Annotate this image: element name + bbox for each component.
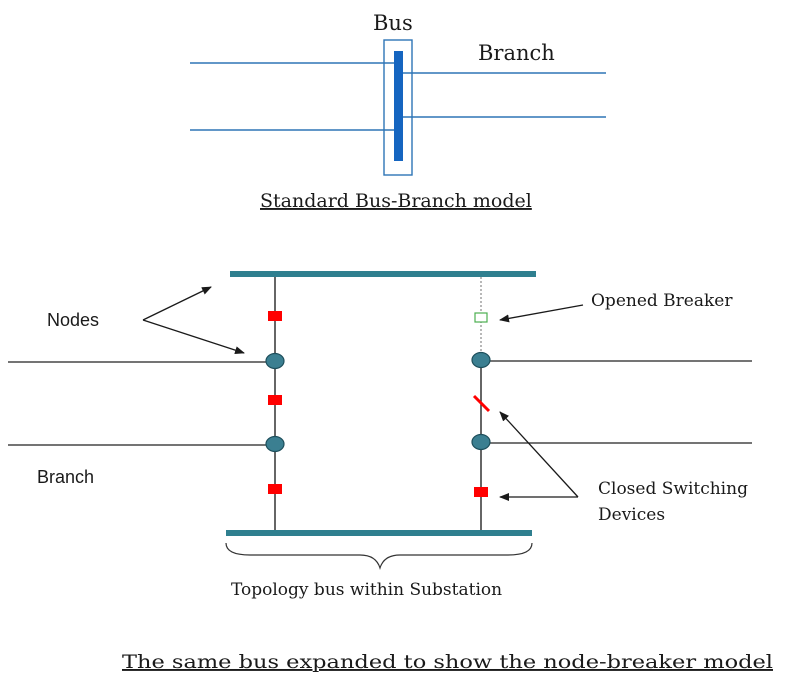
bus-branch-model: Bus Branch Standard Bus-Branch model: [190, 11, 606, 212]
closed-breaker-left-2: [268, 395, 282, 405]
substation-brace: [225, 542, 533, 571]
bus-outline-box: [383, 39, 413, 176]
top-branch-label: Branch: [478, 41, 555, 65]
node-breaker-caption: The same bus expanded to show the node-b…: [122, 651, 773, 673]
nodes-label: Nodes: [47, 310, 99, 330]
closed-switch-arrow-upper: [499, 411, 579, 498]
node-left-lower: [265, 435, 285, 453]
closed-breaker-right-bottom: [474, 487, 488, 497]
closed-switching-label-line2: Devices: [598, 505, 665, 525]
node-breaker-model: Nodes Branch Opened Breaker Closed Switc…: [8, 271, 773, 673]
bottom-branch-label: Branch: [37, 467, 94, 487]
closed-switch-diagonal: [472, 394, 491, 413]
bus-label: Bus: [373, 11, 413, 35]
opened-breaker-arrow: [499, 304, 584, 323]
bus-bar: [394, 51, 403, 161]
node-right-lower: [471, 433, 491, 451]
brace-label: Topology bus within Substation: [231, 580, 502, 600]
bottom-bus-bar: [226, 530, 532, 536]
closed-breaker-left-1: [268, 311, 282, 321]
node-right-upper: [471, 351, 491, 369]
closed-switching-label-line1: Closed Switching: [598, 479, 748, 499]
nodes-arrow-to-bus: [142, 286, 212, 321]
opened-breaker: [474, 312, 488, 323]
top-bus-bar: [230, 271, 536, 277]
opened-breaker-label: Opened Breaker: [591, 291, 733, 311]
closed-breaker-left-3: [268, 484, 282, 494]
bus-branch-caption: Standard Bus-Branch model: [260, 190, 532, 212]
node-left-upper: [265, 352, 285, 370]
nodes-arrow-to-node: [142, 319, 245, 355]
